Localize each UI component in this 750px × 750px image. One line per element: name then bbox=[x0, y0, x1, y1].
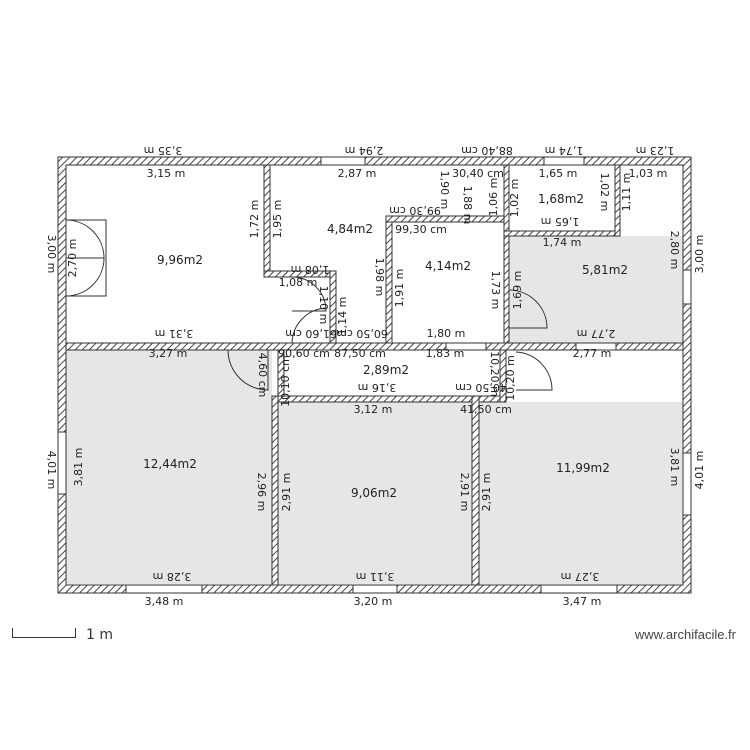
dimension-label: 1,02 m bbox=[598, 173, 611, 212]
dimension-label: 90,60 cm bbox=[278, 347, 330, 360]
dimension-label: 4,60 cm bbox=[256, 353, 269, 398]
dimension-label: 40,50 cm bbox=[455, 381, 507, 394]
doors bbox=[65, 219, 553, 391]
dimension-label: 10,20 m bbox=[488, 351, 501, 397]
dimension-label: 1,08 m bbox=[279, 276, 318, 289]
room-area-label: 1,68m2 bbox=[538, 192, 584, 206]
interior-walls bbox=[65, 164, 684, 586]
dimension-label: 3,28 m bbox=[153, 570, 192, 583]
room-9-floor bbox=[479, 402, 683, 584]
dimension-label: 2,91 m bbox=[480, 473, 493, 512]
dimension-label: 1,73 m bbox=[489, 271, 502, 310]
dimension-label: 1,14 m bbox=[336, 297, 349, 336]
dimension-label: 1,98 m bbox=[373, 258, 386, 297]
room-6-floor bbox=[284, 350, 506, 396]
room-area-label: 12,44m2 bbox=[143, 457, 197, 471]
dimension-label: 3,31 m bbox=[155, 327, 194, 340]
dimension-label: 1,80 m bbox=[427, 327, 466, 340]
dimension-label: 1,69 m bbox=[511, 271, 524, 310]
dimension-label: 2,70 m bbox=[66, 239, 79, 278]
dimension-label: 1,65 m bbox=[539, 167, 578, 180]
room-area-label: 11,99m2 bbox=[556, 461, 610, 475]
dimension-label: 2,87 m bbox=[338, 167, 377, 180]
room-3-floor bbox=[392, 232, 504, 343]
room-area-label: 4,14m2 bbox=[425, 259, 471, 273]
dimension-label: 3,47 m bbox=[563, 595, 602, 608]
room-7-floor bbox=[66, 350, 272, 584]
dimension-label: 3,20 m bbox=[354, 595, 393, 608]
dimension-label: 3,27 m bbox=[561, 570, 600, 583]
dimension-label: 3,16 m bbox=[358, 381, 397, 394]
room-area-label: 9,06m2 bbox=[351, 486, 397, 500]
dimension-label: 3,48 m bbox=[145, 595, 184, 608]
room-4-floor bbox=[509, 165, 615, 231]
scale-bar bbox=[12, 628, 76, 638]
dimension-label: 1,74 m bbox=[543, 236, 582, 249]
dimension-label: 1,08 m bbox=[291, 263, 330, 276]
dimension-label: 60,50 cm bbox=[336, 327, 388, 340]
dimension-label: 61,60 cm bbox=[285, 327, 337, 340]
dimension-label: 88,40 cm bbox=[461, 144, 513, 157]
dimension-label: 3,15 m bbox=[147, 167, 186, 180]
scale-label: 1 m bbox=[86, 627, 113, 643]
room-area-label: 9,96m2 bbox=[157, 253, 203, 267]
dimension-label: 2,91 m bbox=[280, 473, 293, 512]
dimension-label: 4,01 m bbox=[693, 451, 706, 490]
dimension-label: 1,03 m bbox=[629, 167, 668, 180]
dimension-label: 2,77 m bbox=[577, 327, 616, 340]
room-5-floor bbox=[509, 236, 683, 343]
dimension-label: 99,30 cm bbox=[395, 223, 447, 236]
dimension-label: 1,74 m bbox=[545, 144, 584, 157]
dimension-label: 3,27 m bbox=[149, 347, 188, 360]
dimension-label: 1,10 m bbox=[317, 286, 330, 325]
dimension-label: 1,02 m bbox=[508, 179, 521, 218]
dimension-label: 41,50 cm bbox=[460, 403, 512, 416]
room-area-label: 2,89m2 bbox=[363, 363, 409, 377]
dimension-label: 1,65 m bbox=[541, 215, 580, 228]
windows bbox=[57, 156, 692, 594]
dimension-label: 3,81 m bbox=[668, 448, 681, 487]
dimension-label: 2,91 m bbox=[458, 473, 471, 512]
dimension-label: 3,12 m bbox=[354, 403, 393, 416]
dimension-label: 30,40 cm bbox=[452, 167, 504, 180]
dimension-label: 3,35 m bbox=[144, 144, 183, 157]
dimension-label: 3,11 m bbox=[356, 570, 395, 583]
room-8-floor bbox=[278, 402, 472, 584]
dimension-label: 10,10 cm bbox=[279, 355, 292, 407]
dimension-label: 87,50 cm bbox=[334, 347, 386, 360]
dimension-label: 3,00 m bbox=[693, 235, 706, 274]
dimension-label: 1,06 m bbox=[487, 178, 500, 217]
watermark-text: www.archifacile.fr bbox=[634, 627, 736, 642]
dimension-label: 4,01 m bbox=[45, 451, 58, 490]
dimension-label: 3,00 m bbox=[45, 235, 58, 274]
dimension-label: 2,77 m bbox=[573, 347, 612, 360]
dimension-label: 3,81 m bbox=[72, 448, 85, 487]
dimension-label: 1,83 m bbox=[426, 347, 465, 360]
dimension-label: 1,23 m bbox=[636, 144, 675, 157]
room-area-label: 4,84m2 bbox=[327, 222, 373, 236]
room-area-label: 5,81m2 bbox=[582, 263, 628, 277]
dimension-label: 1,11 m bbox=[620, 173, 633, 212]
dimension-label: 1,88 m bbox=[461, 186, 474, 225]
dimension-label: 2,94 m bbox=[345, 144, 384, 157]
dimension-label: 1,72 m bbox=[248, 200, 261, 239]
dimension-label: 10,20 m bbox=[504, 355, 517, 401]
dimension-label: 1,95 m bbox=[271, 200, 284, 239]
dimension-label: 1,90 m bbox=[438, 171, 451, 210]
dimension-label: 1,91 m bbox=[393, 269, 406, 308]
dimension-label: 2,80 m bbox=[668, 231, 681, 270]
dimension-label: 2,96 m bbox=[255, 473, 268, 512]
dimension-label: 99,30 cm bbox=[389, 204, 441, 217]
